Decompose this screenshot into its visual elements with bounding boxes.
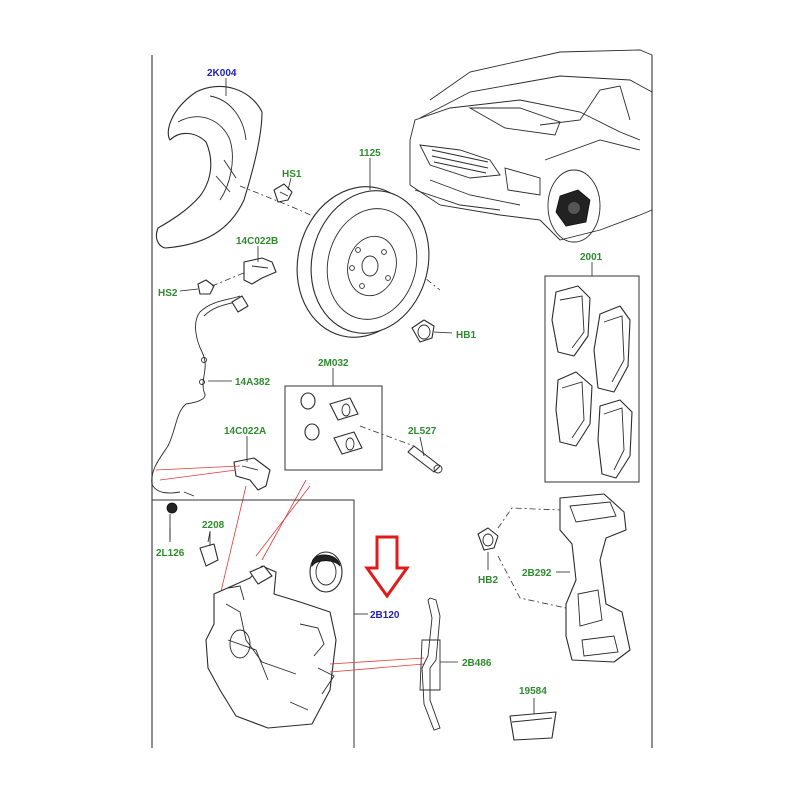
part-2K004-splash-shield	[155, 85, 263, 249]
label-HB1: HB1	[456, 330, 476, 341]
part-2001-brake-pads	[551, 285, 633, 479]
part-2B486-spring	[419, 597, 441, 731]
down-arrow-icon	[364, 535, 410, 599]
label-14C022A: 14C022A	[224, 426, 266, 437]
label-2208: 2208	[202, 520, 225, 531]
vehicle-grille	[431, 149, 489, 174]
part-2L126-cap	[166, 502, 178, 540]
part-1125-brake-disc	[296, 186, 430, 338]
caliper-assembly-box	[152, 499, 355, 748]
label-2L527: 2L527	[408, 426, 437, 437]
assembly-axis-2B292-upper	[497, 507, 561, 529]
red-leader-upper-b	[255, 485, 311, 557]
vehicle-wheel-hub-highlight	[555, 189, 591, 227]
kit-box-2M032	[284, 385, 383, 471]
red-leader-14C022A-b	[159, 469, 237, 481]
red-leader-2B486-a	[329, 657, 425, 665]
label-2001: 2001	[580, 252, 603, 263]
leader-HS1	[287, 177, 292, 191]
part-HB2-bolt	[477, 527, 499, 551]
assembly-axis-2B292-lower	[497, 555, 567, 609]
part-14C022B-bracket	[243, 257, 277, 285]
red-leader-upper-c	[217, 485, 247, 605]
leader-HB1	[433, 331, 453, 334]
label-2B120: 2B120	[370, 610, 400, 621]
label-2B292: 2B292	[522, 568, 552, 579]
label-HS1: HS1	[282, 169, 302, 180]
label-2L126: 2L126	[156, 548, 185, 559]
part-2L527-guide-pin	[407, 445, 443, 474]
red-leader-2B486-b	[329, 663, 425, 673]
label-2B486: 2B486	[462, 658, 492, 669]
part-HS1-bolt	[273, 183, 293, 203]
part-labels: 2K004 HS1 1125 14C022B HS2 HB1 2001 2M03…	[156, 68, 603, 697]
part-2B120-caliper	[205, 565, 337, 729]
label-HS2: HS2	[158, 288, 178, 299]
label-19584: 19584	[519, 686, 547, 697]
part-HS2-bolt	[197, 279, 215, 295]
part-14A382-sensor-wire	[151, 295, 249, 497]
label-14A382: 14A382	[235, 377, 270, 388]
label-HB2: HB2	[478, 575, 498, 586]
red-leader-14C022A-a	[155, 465, 241, 471]
leader-2L527	[419, 436, 425, 457]
part-HB1-bolt	[411, 319, 435, 343]
vehicle-illustration	[409, 49, 653, 243]
label-2M032: 2M032	[318, 358, 349, 369]
part-caliper-seal-ring	[309, 551, 343, 593]
label-2K004: 2K004	[207, 68, 237, 79]
part-2M032-guide-pin-kit	[300, 392, 363, 455]
part-2208-bleed-screw	[199, 531, 219, 567]
label-14C022B: 14C022B	[236, 236, 278, 247]
part-2B292-caliper-bracket	[559, 493, 631, 663]
assembly-axis-2M032	[359, 425, 415, 447]
part-19584-grease-sachet	[509, 711, 557, 741]
assembly-axis-hs2	[211, 271, 247, 287]
label-1125: 1125	[359, 148, 381, 159]
leader-HS2	[179, 288, 199, 292]
part-14C022A-bracket	[233, 457, 271, 491]
